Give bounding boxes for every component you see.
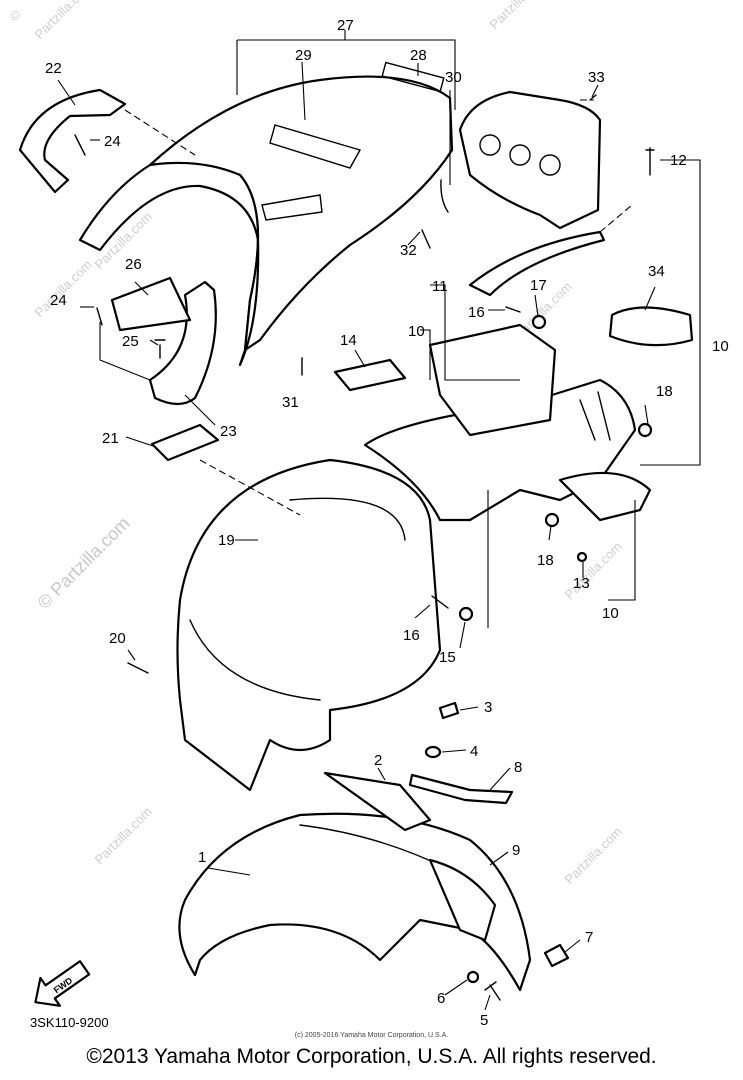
front-fender-1 [178,812,532,992]
screw-7 [543,943,570,968]
bolt-16-upper [505,306,521,313]
callout-20: 20 [109,630,126,647]
screw-32 [421,229,431,249]
grab-bar-22 [18,88,127,194]
callout-29: 29 [295,47,312,64]
cowl-badge-28 [381,61,445,93]
callout-22: 22 [45,60,62,77]
callout-32: 32 [400,242,417,259]
callout-6: 6 [437,990,445,1007]
copyright-notice: ©2013 Yamaha Motor Corporation, U.S.A. A… [86,1045,657,1068]
callout-30: 30 [445,69,462,86]
callout-10-lower: 10 [602,605,619,622]
callout-17: 17 [530,277,547,294]
callout-34: 34 [648,263,665,280]
bolt-25 [154,339,166,359]
callout-27: 27 [337,17,354,34]
callout-23: 23 [220,423,237,440]
nut-4 [424,745,442,759]
screw-12 [645,147,655,176]
reflector-34 [608,306,694,347]
watermark-left-mid: Partzilla.com [32,257,95,320]
callout-2: 2 [374,752,382,769]
screw-5 [484,981,501,1001]
bolt-3 [438,701,460,720]
callout-21: 21 [102,430,119,447]
callout-13: 13 [573,575,590,592]
callout-10-upper: 10 [408,323,425,340]
callout-26: 26 [125,256,142,273]
washer-13 [576,551,588,563]
callout-11: 11 [432,278,448,295]
watermark-main: © Partzilla.com [34,513,134,613]
fwd-arrow: FWD [34,960,91,1007]
watermark-lower-left: Partzilla.com [92,804,155,867]
side-grip-23 [148,280,217,406]
callout-19: 19 [218,532,235,549]
callout-25: 25 [122,333,139,350]
washer-6 [466,970,480,984]
callout-4: 4 [470,743,478,760]
brace-9 [428,858,497,942]
nut-18-left [544,512,560,528]
leader-lines [57,61,701,1011]
fine-print: (c) 2005-2016 Yamaha Motor Corporation, … [294,1032,449,1039]
bolt-16-lower [431,595,449,609]
fender-flap [558,471,652,522]
bolt-24-lower [96,307,103,326]
rubber-30 [440,179,449,213]
callout-14: 14 [340,332,357,349]
callout-16-upper: 16 [468,304,485,321]
taillight-housing [458,90,602,230]
watermark-top-left: © [7,6,25,24]
stay-2 [323,771,432,832]
callout-7: 7 [585,929,593,946]
nut-18-right [637,422,653,438]
callout-10-right: 10 [712,338,729,355]
callout-1: 1 [198,849,206,866]
nut-15 [458,606,474,622]
nut-17 [531,314,547,330]
mudguard-19 [176,458,442,792]
callout-8: 8 [514,759,522,776]
guide-8 [408,773,514,805]
bolt-20 [127,662,149,674]
seat-cowl [78,75,454,367]
callout-15: 15 [439,649,456,666]
watermark-top-right: Partzilla.com [487,0,550,32]
callout-24-lower: 24 [50,292,67,309]
watermark-lower-right: Partzilla.com [562,824,625,887]
watermark-right-mid: Partzilla.com [562,539,625,602]
damper-26 [110,276,192,332]
bracket-11 [468,230,606,297]
callout-labels: 27 29 28 30 22 24 33 12 32 26 34 11 17 2… [45,17,729,1029]
bolt-24-upper [74,134,86,156]
callout-24-upper: 24 [104,133,121,150]
callout-3: 3 [484,699,492,716]
plate-14 [333,358,407,392]
diagram-code: 3SK110-9200 [30,1015,109,1030]
callout-28: 28 [410,47,427,64]
watermark-top-left-brand: Partzilla.com [32,0,95,42]
callout-16-lower: 16 [403,627,420,644]
callout-31: 31 [282,394,299,411]
callout-12: 12 [670,152,687,169]
callout-18-left: 18 [537,552,554,569]
callout-33: 33 [588,69,605,86]
callout-18-right: 18 [656,383,673,400]
screw-33 [589,94,597,101]
bracket-27 [236,30,456,110]
callout-9: 9 [512,842,520,859]
plate-21 [150,423,220,462]
callout-5: 5 [480,1012,488,1029]
